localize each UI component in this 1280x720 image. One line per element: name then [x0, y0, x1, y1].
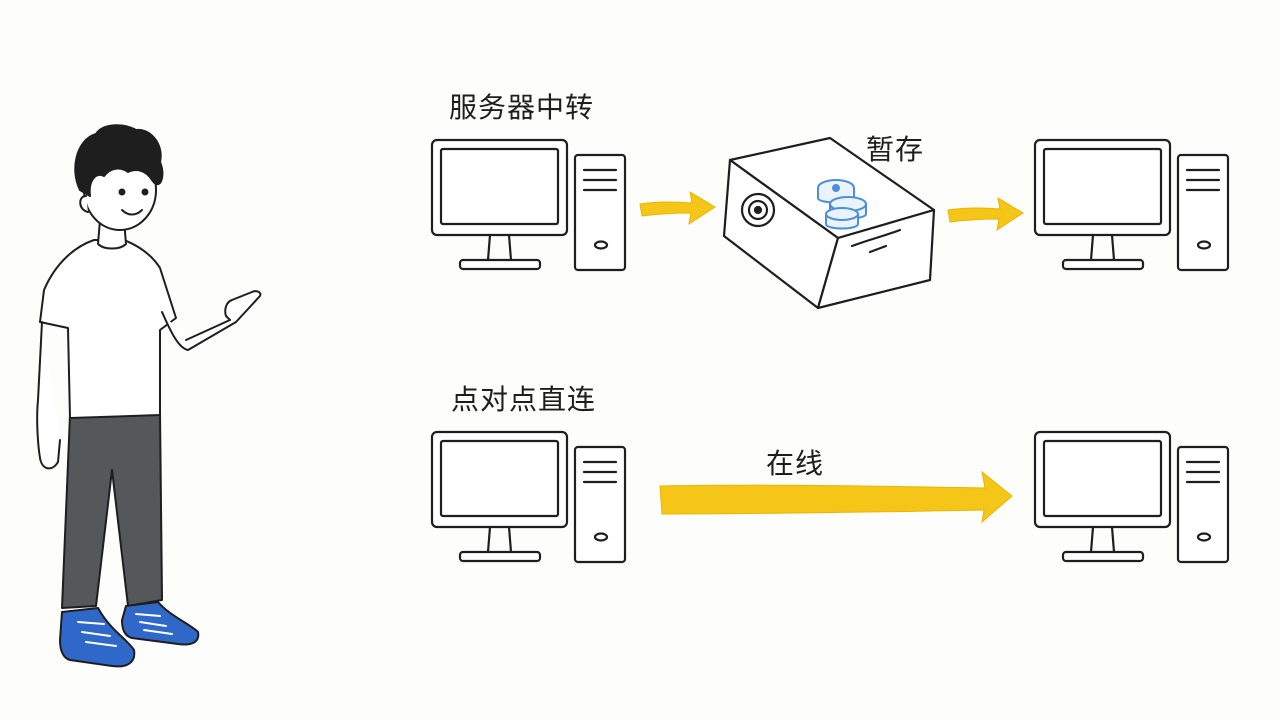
temporary-storage-label: 暂存	[866, 133, 925, 166]
right-shoe	[121, 601, 200, 646]
database-icon	[817, 179, 867, 230]
arrow-to-receiver	[947, 197, 1024, 231]
shirt	[39, 239, 177, 419]
receiver-computer-p2p	[1033, 430, 1230, 564]
p2p-mode-label: 点对点直连	[451, 383, 597, 416]
arrow-to-server	[639, 191, 716, 225]
hair	[74, 124, 164, 197]
pants	[61, 411, 163, 609]
receiver-computer-relay	[1033, 138, 1230, 272]
sender-computer-p2p	[430, 430, 627, 564]
sender-computer-relay	[430, 138, 627, 272]
server-box-icon	[722, 136, 936, 310]
person-illustration	[36, 124, 262, 668]
online-label: 在线	[766, 447, 825, 480]
relay-mode-label: 服务器中转	[449, 91, 595, 124]
arrow-direct-online	[659, 470, 1013, 524]
